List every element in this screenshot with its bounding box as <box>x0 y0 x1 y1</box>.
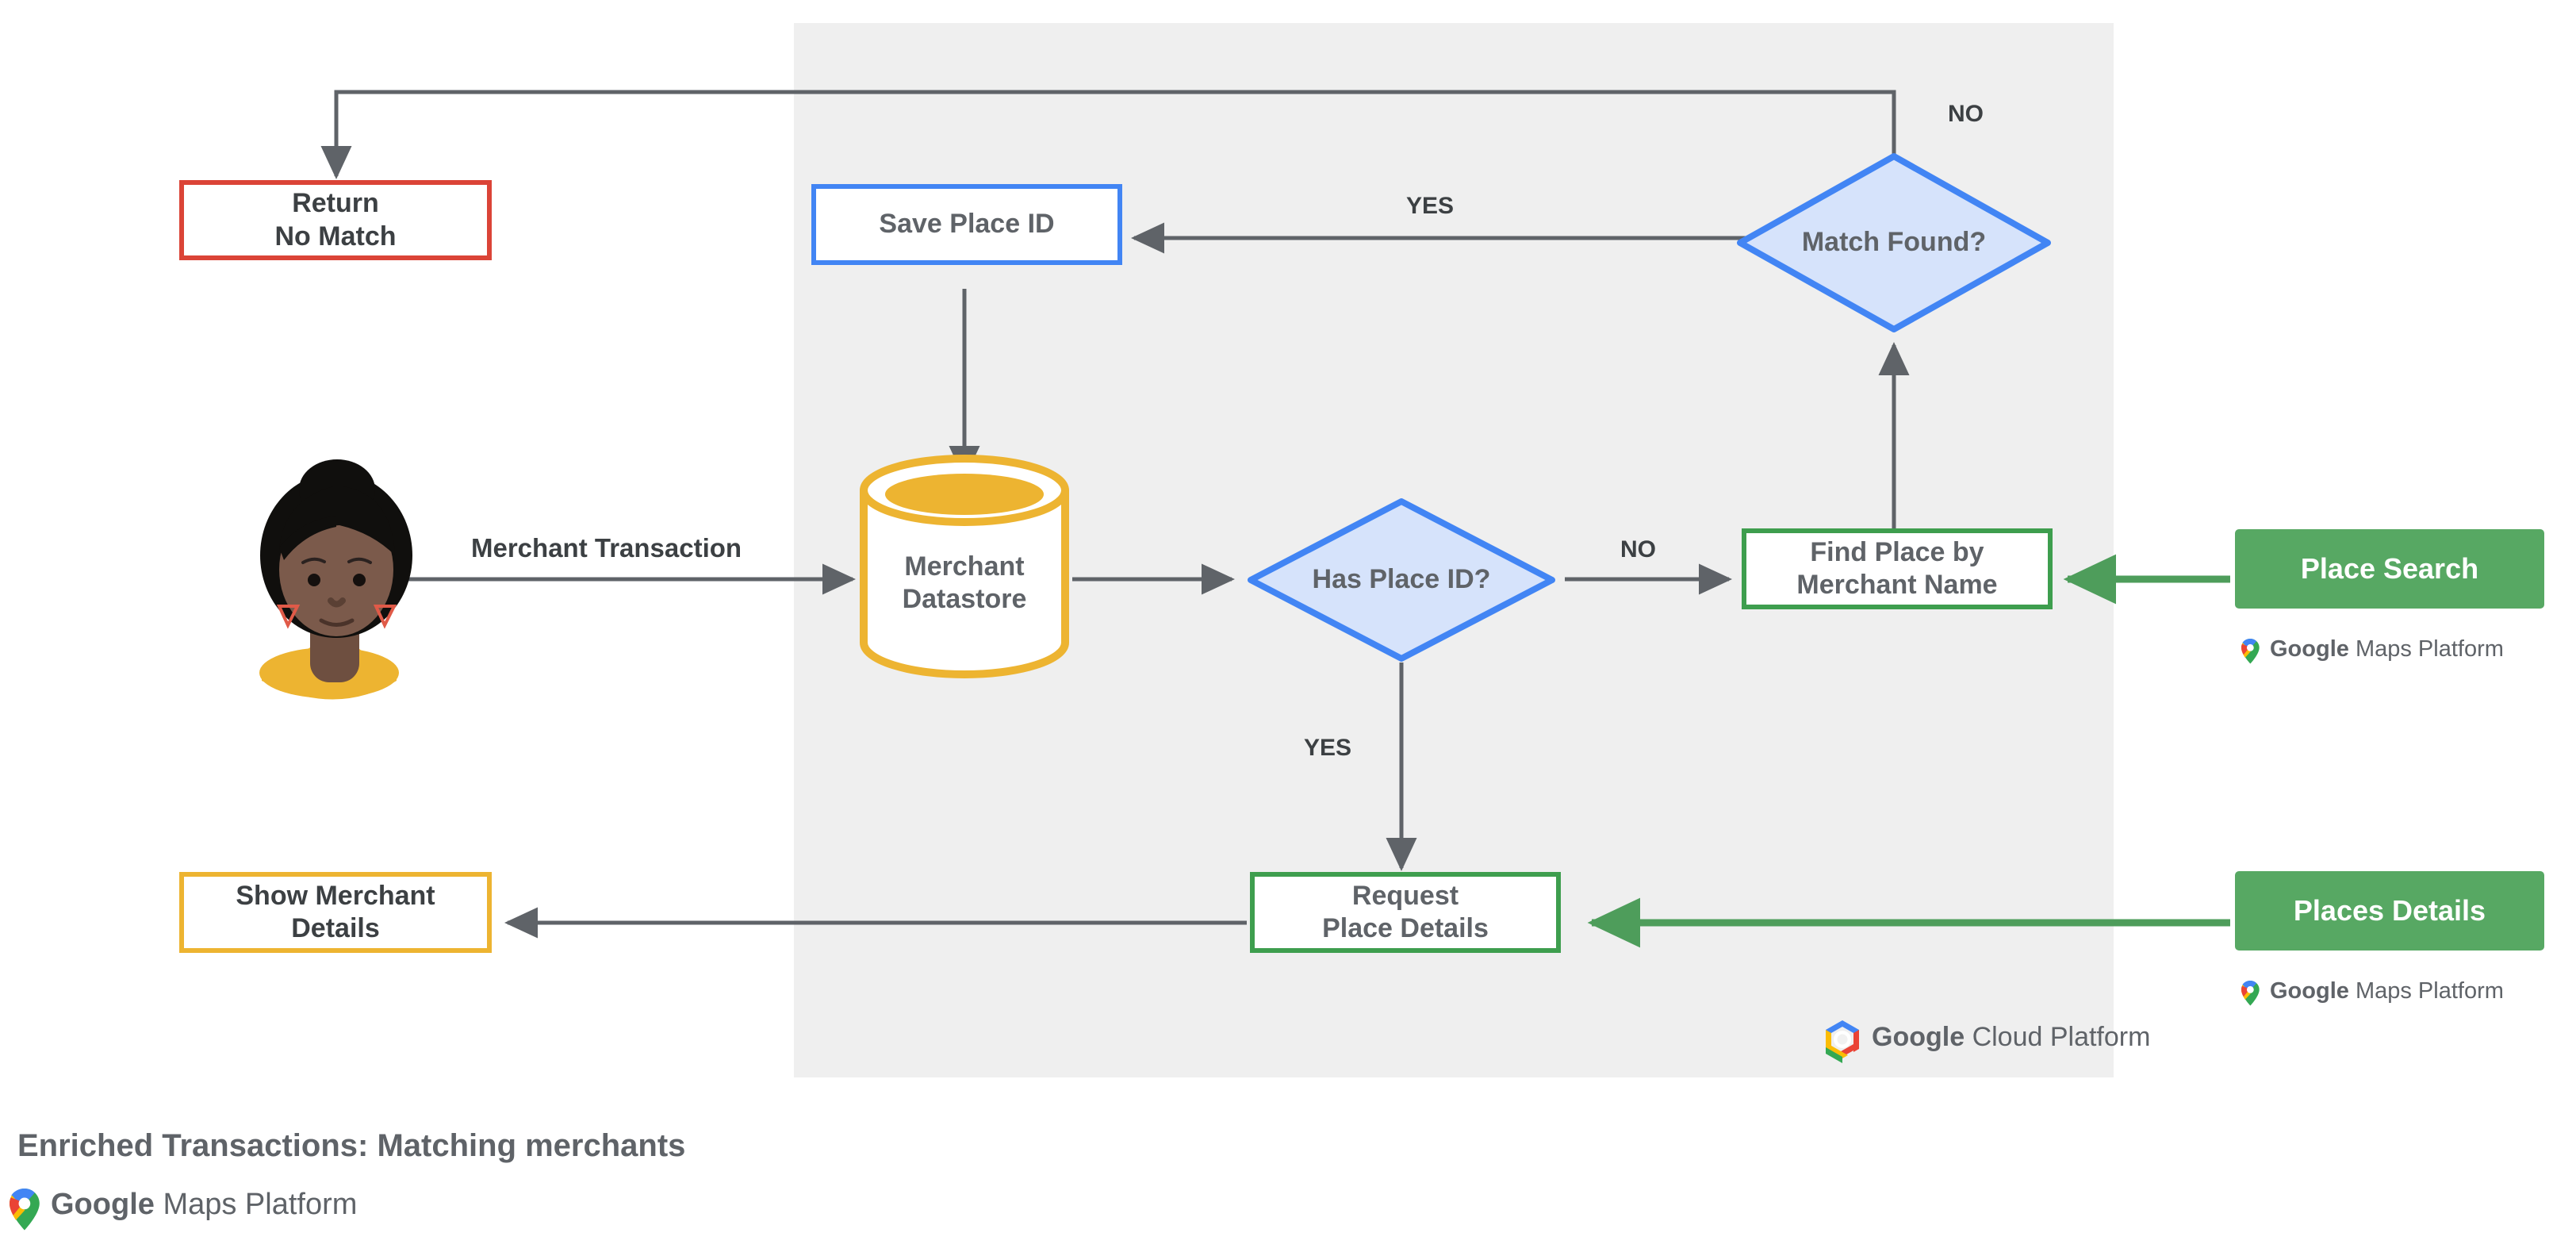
node-return-no-match[interactable]: Return No Match <box>179 180 492 260</box>
branding-maps-platform-text-2: Google Maps Platform <box>2270 978 2504 1004</box>
branding-maps-platform-suffix-2: Maps Platform <box>2355 978 2504 1004</box>
merchant-customer-avatar <box>259 459 412 700</box>
branding-cloud-platform-suffix: Cloud Platform <box>1972 1022 2151 1052</box>
branding-maps-platform-place-search: Google Maps Platform <box>2241 636 2504 662</box>
node-request-place-details[interactable]: Request Place Details <box>1250 872 1561 953</box>
branding-cloud-platform: Google Cloud Platform <box>1824 1022 2150 1053</box>
node-show-merchant-details-label: Show Merchant Details <box>236 880 435 943</box>
node-merchant-datastore[interactable]: Merchant Datastore <box>857 536 1072 631</box>
branding-maps-platform-caption: Google Maps Platform <box>10 1188 357 1222</box>
branding-maps-platform-text-3: Google Maps Platform <box>51 1188 357 1222</box>
node-save-place-id[interactable]: Save Place ID <box>811 184 1122 265</box>
button-place-search[interactable]: Place Search <box>2235 529 2544 609</box>
node-return-no-match-label: Return No Match <box>274 188 397 252</box>
edge-match-found-no <box>320 90 1896 180</box>
button-places-details[interactable]: Places Details <box>2235 871 2544 951</box>
node-find-place-by-merchant-name[interactable]: Find Place by Merchant Name <box>1742 528 2053 609</box>
has-place-id-diamond <box>1248 498 1555 662</box>
node-save-place-id-label: Save Place ID <box>879 209 1055 240</box>
node-find-place-by-merchant-name-label: Find Place by Merchant Name <box>1796 536 1998 600</box>
branding-maps-platform-suffix-1: Maps Platform <box>2355 636 2504 662</box>
edge-label-has-place-id-yes: YES <box>1304 735 1352 761</box>
branding-google-2: Google <box>2270 978 2349 1004</box>
node-show-merchant-details[interactable]: Show Merchant Details <box>179 872 492 953</box>
maps-pin-icon-place-search <box>2241 639 2260 664</box>
edge-label-merchant-transaction: Merchant Transaction <box>471 533 742 563</box>
maps-pin-icon-caption <box>10 1189 40 1231</box>
edge-label-match-found-no: NO <box>1948 101 1984 127</box>
cloud-platform-hex-icon <box>1826 1020 1859 1063</box>
match-found-diamond <box>1737 153 2051 332</box>
branding-cloud-platform-text: Google Cloud Platform <box>1872 1022 2150 1053</box>
branding-maps-platform-suffix-3: Maps Platform <box>163 1188 358 1221</box>
diagram-caption: Enriched Transactions: Matching merchant… <box>17 1128 686 1163</box>
maps-pin-icon-places-details <box>2241 981 2260 1006</box>
button-place-search-label: Place Search <box>2300 552 2479 586</box>
branding-google-1: Google <box>2270 636 2349 662</box>
merchant-datastore-cylinder <box>860 455 1069 678</box>
branding-maps-platform-places-details: Google Maps Platform <box>2241 978 2504 1004</box>
edge-label-has-place-id-no: NO <box>1620 536 1656 563</box>
button-places-details-label: Places Details <box>2293 894 2486 927</box>
branding-google-3: Google <box>1872 1022 1965 1052</box>
branding-maps-platform-text-1: Google Maps Platform <box>2270 636 2504 662</box>
edge-label-match-found-yes: YES <box>1406 193 1455 219</box>
node-request-place-details-label: Request Place Details <box>1322 880 1489 943</box>
node-merchant-datastore-label: Merchant Datastore <box>902 551 1027 614</box>
branding-google-4: Google <box>51 1188 155 1221</box>
